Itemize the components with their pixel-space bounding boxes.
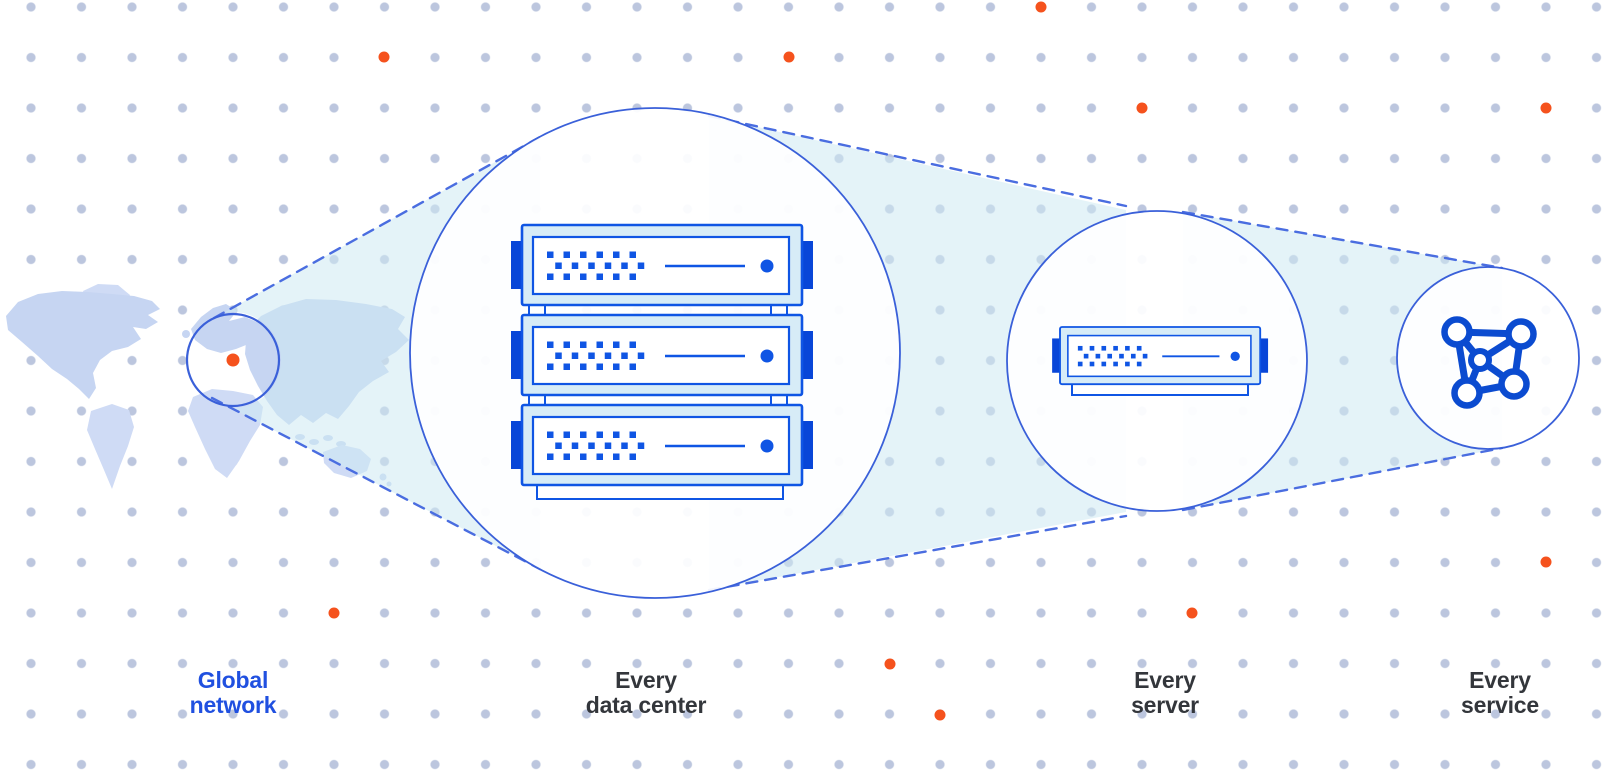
zoom-dashed-line xyxy=(707,114,1128,208)
label-every-service: Every service xyxy=(1461,668,1539,717)
orange-accent-dot xyxy=(884,658,896,670)
label-line: Every xyxy=(615,667,677,693)
label-line: server xyxy=(1131,691,1199,718)
orange-accent-dot xyxy=(1035,1,1047,13)
orange-accent-dot xyxy=(378,51,390,63)
orange-accent-dot xyxy=(783,51,795,63)
mesh-node-icon xyxy=(1441,316,1473,348)
mesh-node-icon xyxy=(1505,318,1537,350)
zoom-dashed-line xyxy=(212,135,542,320)
zoom-dashed-line xyxy=(210,396,542,571)
orange-accent-dot xyxy=(1136,102,1148,114)
label-line: Global xyxy=(197,667,269,693)
network-mesh-icon xyxy=(1441,316,1537,409)
location-dot-icon xyxy=(226,353,240,367)
label-line: service xyxy=(1461,691,1539,718)
zoom-dashed-line xyxy=(1181,446,1504,512)
label-line: Every xyxy=(1134,667,1196,693)
server-unit-2 xyxy=(511,313,813,397)
server-icon-group xyxy=(1052,326,1269,396)
server-rack-icon xyxy=(511,223,813,500)
zoom-dashed-line xyxy=(1181,210,1504,270)
mesh-center-node-icon xyxy=(1468,348,1492,372)
server-unit-1 xyxy=(511,223,813,307)
global-network-circle xyxy=(185,312,281,408)
orange-accent-dot xyxy=(328,607,340,619)
label-line: data center xyxy=(585,691,707,718)
mesh-node-icon xyxy=(1498,368,1530,400)
label-line: Every xyxy=(1469,667,1531,693)
label-line: network xyxy=(189,691,277,718)
server-unit-3 xyxy=(511,403,813,487)
uk-landmass xyxy=(182,330,190,338)
label-every-server: Every server xyxy=(1131,668,1199,717)
south-america-landmass xyxy=(87,404,134,489)
north-america-landmass xyxy=(6,291,160,399)
orange-accent-dot xyxy=(1186,607,1198,619)
label-every-data-center: Every data center xyxy=(586,668,707,717)
orange-accent-dot xyxy=(1540,556,1552,568)
orange-accent-dot xyxy=(934,709,946,721)
server-icon xyxy=(1052,326,1269,386)
label-global-network: Global network xyxy=(190,668,277,717)
zoom-dashed-line xyxy=(707,514,1128,592)
orange-accent-dot xyxy=(1540,102,1552,114)
mesh-node-icon xyxy=(1451,377,1483,409)
